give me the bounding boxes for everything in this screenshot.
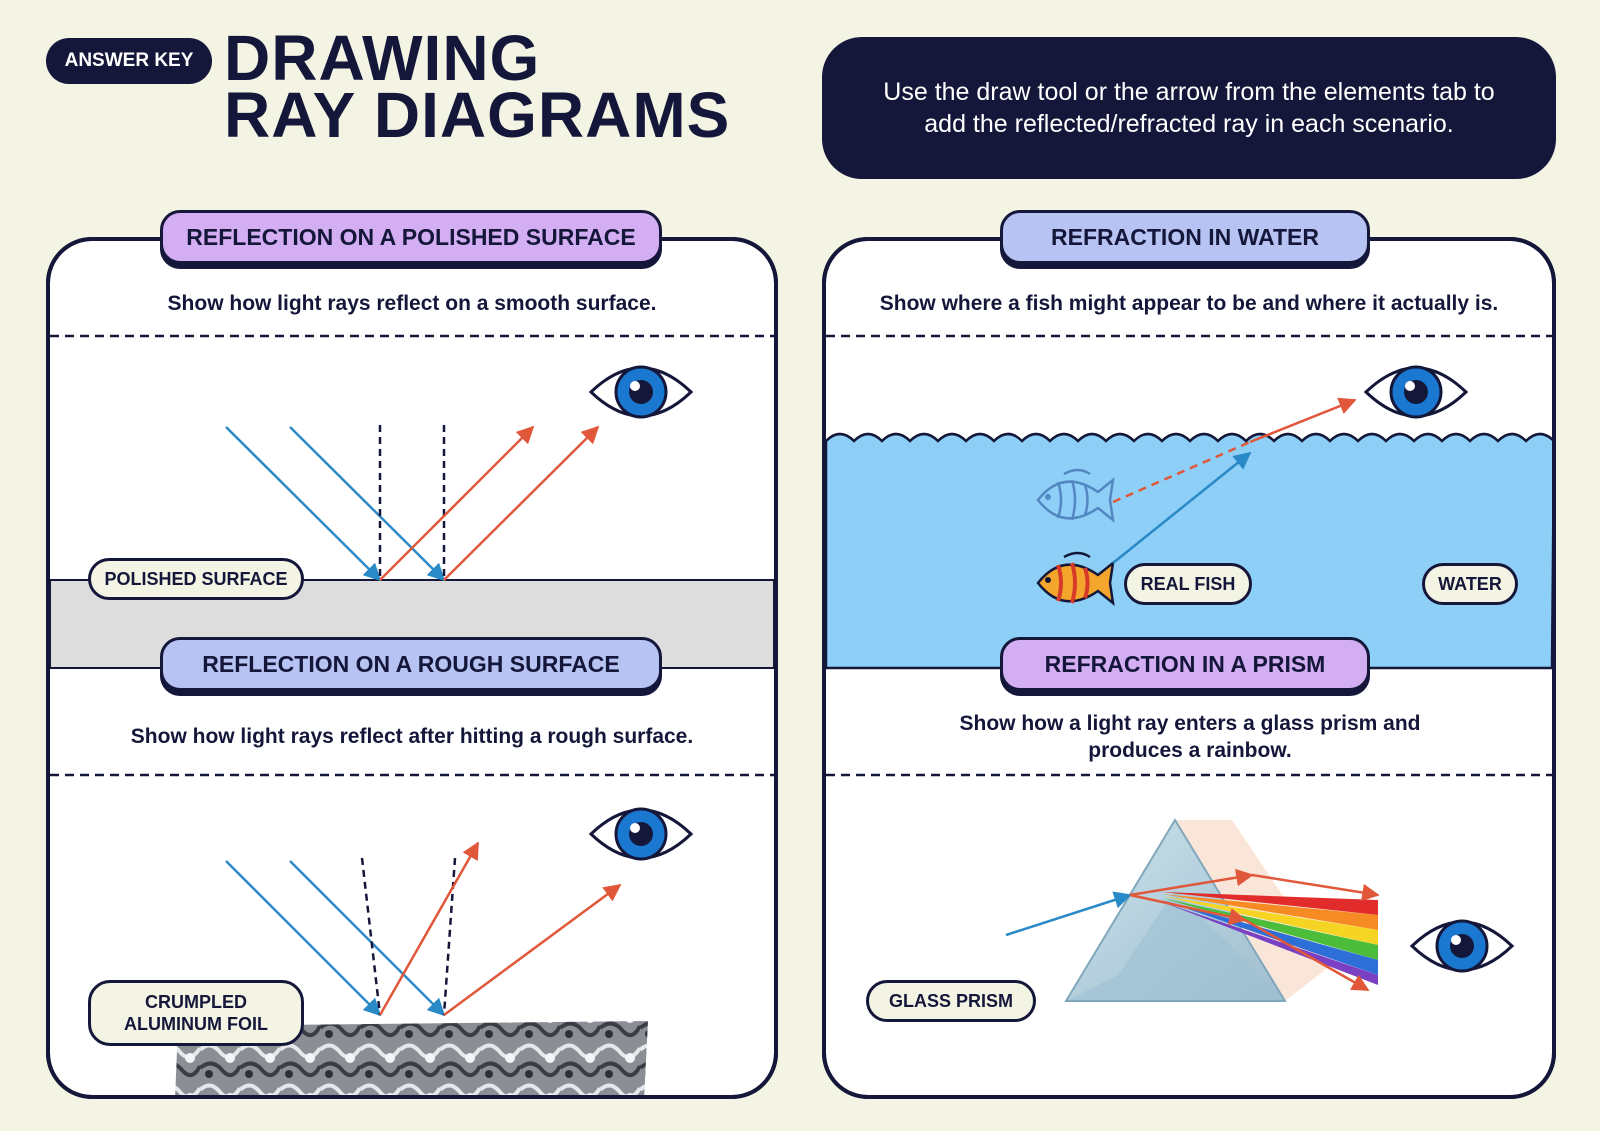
eye-icon	[588, 807, 694, 861]
title-line-1: DRAWING	[224, 22, 541, 94]
incident-ray-2	[289, 426, 446, 582]
prism-incident-ray	[1005, 891, 1132, 937]
tab-rough-surface: REFLECTION ON A ROUGH SURFACE	[160, 637, 662, 691]
tab-water-label: REFRACTION IN WATER	[1051, 223, 1319, 250]
eye-icon	[1363, 365, 1469, 419]
incident-ray-4	[289, 860, 446, 1017]
incident-ray-3	[225, 860, 382, 1017]
apparent-ray	[1112, 440, 1251, 504]
fish-icon	[1036, 468, 1115, 523]
prism-ray-3	[1251, 873, 1380, 902]
water-area	[826, 432, 1552, 670]
refracted-ray	[1249, 397, 1357, 444]
tab-polished-surface: REFLECTION ON A POLISHED SURFACE	[160, 210, 662, 264]
rainbow	[1162, 892, 1378, 985]
page-title: DRAWING RAY DIAGRAMS	[224, 22, 731, 151]
reflected-ray-3	[378, 841, 480, 1016]
instructions-box: Use the draw tool or the arrow from the …	[822, 37, 1556, 179]
foil-label: CRUMPLED ALUMINUM FOIL	[88, 980, 304, 1046]
tab-rough-label: REFLECTION ON A ROUGH SURFACE	[202, 650, 620, 677]
reflected-ray-4	[443, 883, 622, 1017]
fish-icon	[1036, 551, 1115, 606]
glass-prism-label: GLASS PRISM	[866, 980, 1036, 1022]
eye-icon	[588, 365, 694, 419]
instructions-text: Use the draw tool or the arrow from the …	[883, 78, 1495, 138]
prism-description: Show how a light ray enters a glass pris…	[959, 712, 1421, 762]
reflected-ray-2	[443, 425, 600, 581]
answer-key-badge: ANSWER KEY	[46, 38, 212, 84]
tab-polished-label: REFLECTION ON A POLISHED SURFACE	[186, 223, 636, 250]
real-ray	[1112, 451, 1252, 564]
normal-line-3	[360, 857, 382, 1016]
tab-prism-label: REFRACTION IN A PRISM	[1044, 650, 1326, 677]
water-description: Show where a fish might appear to be and…	[879, 292, 1499, 315]
tab-water: REFRACTION IN WATER	[1000, 210, 1370, 264]
prism-ray-4	[1244, 918, 1370, 992]
title-line-2: RAY DIAGRAMS	[224, 79, 731, 151]
normal-line-4	[442, 857, 457, 1016]
prism-ray-2	[1129, 893, 1247, 926]
polished-description: Show how light rays reflect on a smooth …	[167, 292, 657, 315]
prism-ray-1	[1129, 868, 1254, 897]
incident-ray-1	[225, 426, 382, 582]
real-fish-label: REAL FISH	[1124, 563, 1252, 605]
tab-prism: REFRACTION IN A PRISM	[1000, 637, 1370, 691]
eye-icon	[1409, 919, 1515, 973]
polished-surface-label: POLISHED SURFACE	[88, 558, 304, 600]
reflected-ray-1	[379, 425, 535, 581]
water-label: WATER	[1422, 563, 1518, 605]
rough-description: Show how light rays reflect after hittin…	[130, 725, 694, 748]
